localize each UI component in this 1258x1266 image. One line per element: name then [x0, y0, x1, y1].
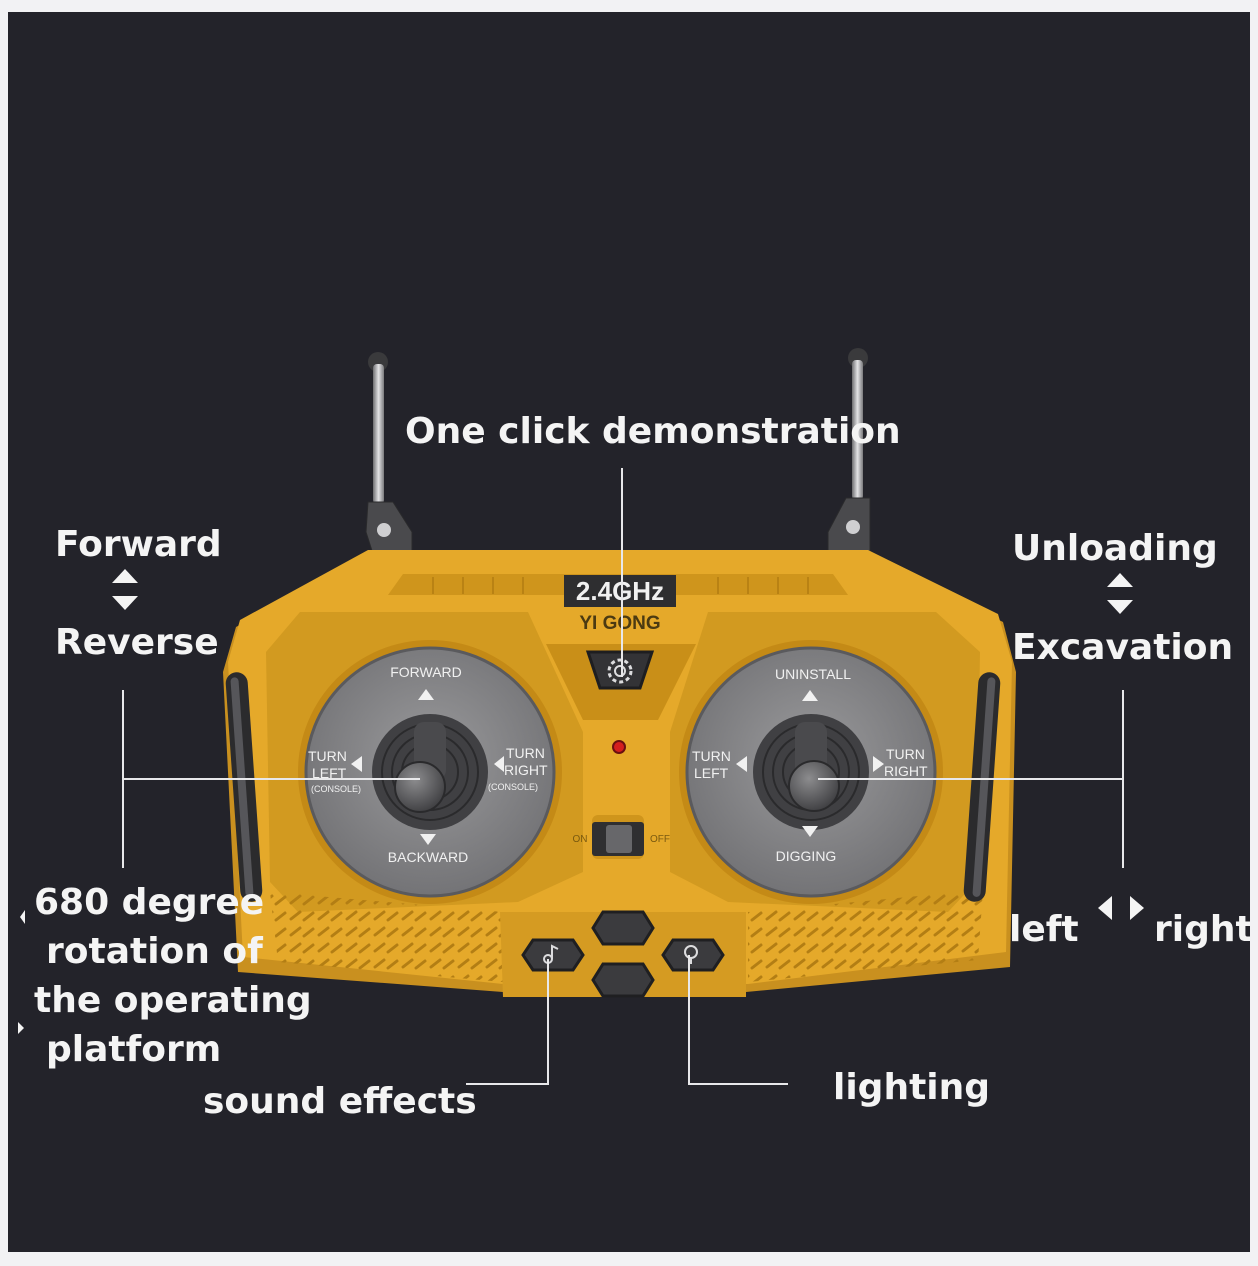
right-right-arrow-icon — [873, 756, 884, 772]
unloading-callout: Unloading — [1012, 528, 1218, 569]
right-joystick[interactable] — [788, 722, 840, 812]
switch-on-label: ON — [573, 834, 588, 845]
down-button[interactable] — [591, 962, 655, 998]
left-callout: left — [1009, 909, 1079, 950]
brand-plate: 2.4GHz YI GONG — [564, 575, 676, 634]
left-turn-left-2: LEFT — [312, 765, 347, 781]
right-down-arrow-icon — [802, 826, 818, 837]
antenna-left — [365, 352, 413, 558]
switch-off-label: OFF — [650, 834, 670, 845]
rotation-line-3: the operating — [34, 980, 312, 1021]
gear-icon — [607, 658, 633, 684]
left-backward-label: BACKWARD — [388, 849, 468, 865]
rotation-line-1: 680 degree — [34, 882, 265, 923]
left-up-arrow-icon — [418, 689, 434, 700]
right-turn-left-1: TURN — [692, 748, 731, 764]
right-joystick-panel: UNINSTALL DIGGING TURN LEFT TURN RIGHT — [679, 640, 943, 904]
rotation-line-2: rotation of — [46, 931, 263, 972]
forward-callout: Forward — [55, 524, 222, 565]
excavation-callout: Excavation — [1012, 627, 1234, 668]
right-digging-label: DIGGING — [776, 848, 837, 864]
remote-illustration: 2.4GHz YI GONG ON OFF — [18, 348, 1144, 1085]
left-joystick[interactable] — [394, 722, 446, 813]
up-arrow-icon — [1107, 573, 1133, 587]
left-right-arrow-icon — [494, 756, 504, 772]
right-turn-right-1: TURN — [886, 746, 925, 762]
right-arrow-icon — [1130, 896, 1144, 920]
light-button[interactable] — [661, 938, 725, 972]
demo-button[interactable] — [546, 644, 696, 720]
right-turn-right-2: RIGHT — [884, 763, 928, 779]
left-left-arrow-icon — [351, 756, 362, 772]
left-turn-right-2: RIGHT — [504, 762, 548, 778]
up-button[interactable] — [591, 910, 655, 946]
brand-label: YI GONG — [579, 613, 660, 634]
sound-callout: sound effects — [203, 1081, 477, 1122]
left-forward-label: FORWARD — [390, 664, 462, 680]
power-switch[interactable]: ON OFF — [573, 815, 671, 859]
product-scene: 2.4GHz YI GONG ON OFF — [8, 12, 1250, 1252]
antenna-right — [827, 348, 871, 558]
left-turn-left-3: (CONSOLE) — [311, 784, 361, 794]
frequency-label: 2.4GHz — [576, 576, 664, 606]
lighting-callout: lighting — [833, 1067, 991, 1108]
light-bulb-icon — [684, 945, 698, 964]
left-arrow-icon — [1098, 896, 1112, 920]
left-turn-right-3: (CONSOLE) — [488, 782, 538, 792]
right-up-arrow-icon — [802, 690, 818, 701]
demo-callout: One click demonstration — [405, 411, 901, 452]
rotation-line-4: platform — [46, 1029, 222, 1070]
right-left-arrow-icon — [736, 756, 747, 772]
left-down-arrow-icon — [420, 834, 436, 845]
left-joystick-panel: FORWARD BACKWARD TURN LEFT (CONSOLE) TUR… — [298, 640, 562, 904]
sound-button[interactable] — [521, 938, 585, 972]
down-arrow-icon — [1107, 600, 1133, 614]
left-turn-right-1: TURN — [506, 745, 545, 761]
right-callout: right — [1154, 909, 1250, 950]
rotation-callout: 680 degree rotation of the operating pla… — [34, 878, 312, 1074]
right-turn-left-2: LEFT — [694, 765, 729, 781]
left-turn-left-1: TURN — [308, 748, 347, 764]
leader-lines — [122, 468, 1124, 1085]
up-arrow-icon — [112, 569, 138, 583]
function-buttons — [500, 910, 746, 998]
power-led — [612, 740, 626, 754]
down-arrow-icon — [112, 596, 138, 610]
reverse-callout: Reverse — [55, 622, 219, 663]
right-uninstall-label: UNINSTALL — [775, 666, 851, 682]
